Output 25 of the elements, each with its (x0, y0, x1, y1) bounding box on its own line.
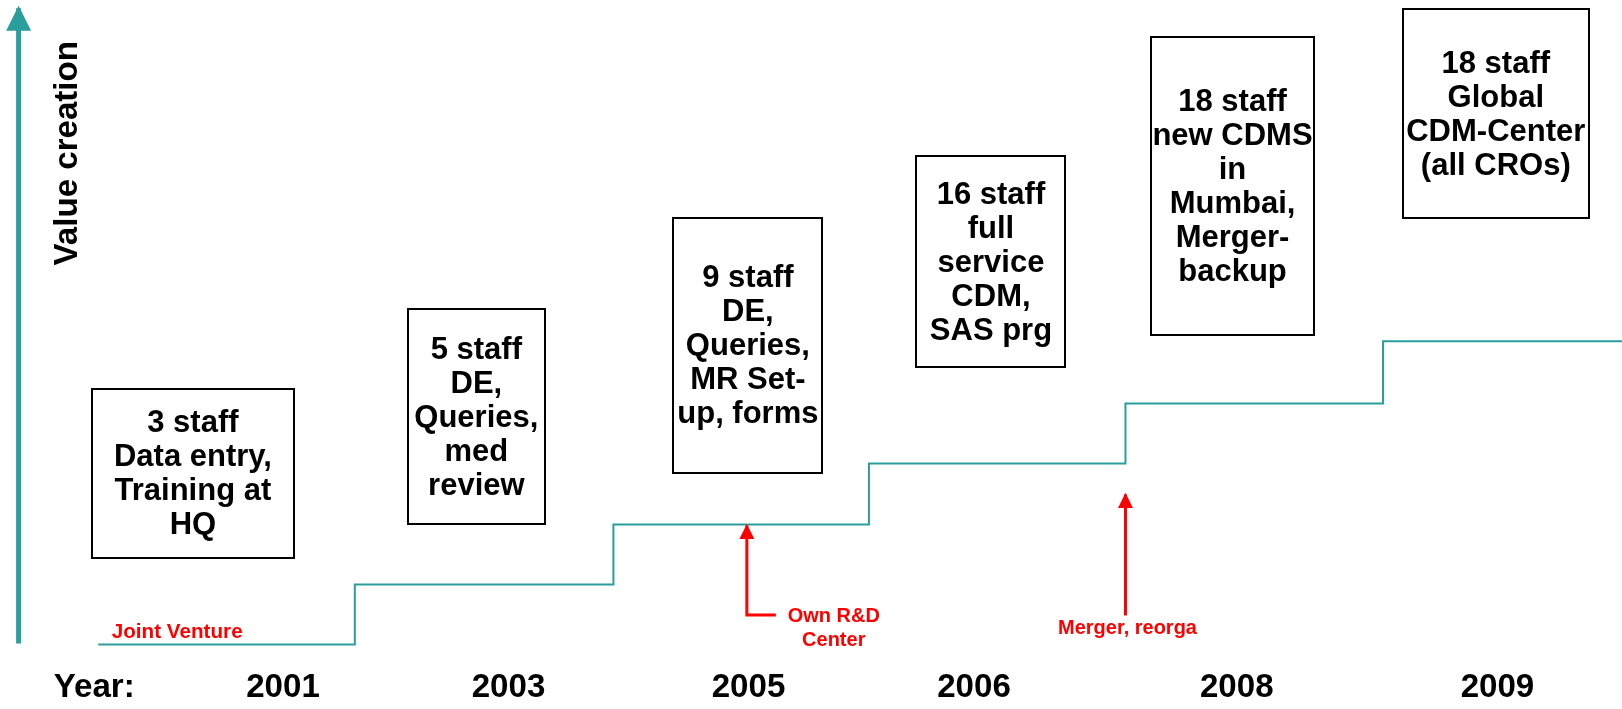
year-label: 2008 (1199, 667, 1274, 706)
milestone-box (1401, 8, 1590, 220)
milestone-text: 18 staff new CDMS in Mumbai, Merger-backup (1152, 84, 1313, 289)
milestone-text: 16 staff full service CDM, SAS prg (928, 176, 1054, 347)
axis-label: Value creation (46, 41, 85, 266)
year-label: 2006 (937, 667, 1011, 706)
arrow (739, 524, 776, 617)
year-label: 2005 (711, 667, 786, 706)
milestone-text: 9 staff DE, Queries, MR Set-up, forms (676, 260, 820, 431)
arrow (1117, 492, 1133, 616)
event-label: Joint Venture (111, 618, 243, 643)
year-label: 2009 (1460, 667, 1535, 706)
milestone-box (1150, 36, 1315, 337)
milestone-text: 5 staff DE, Queries, med review (413, 331, 540, 502)
milestone-box (91, 387, 295, 559)
event-label: Merger, reorga (1024, 615, 1231, 640)
year-label: 2003 (471, 667, 546, 706)
row-label: Year: (53, 667, 135, 706)
year-label: 2001 (246, 667, 320, 706)
milestone-box (672, 217, 824, 474)
milestone-text: 3 staff Data entry, Training at HQ (112, 405, 273, 542)
event-label: Own R&D Center (775, 603, 892, 652)
milestone-box (406, 308, 547, 526)
milestone-box (915, 155, 1067, 369)
milestone-text: 18 staff Global CDM-Center (all CROs) (1405, 45, 1587, 182)
